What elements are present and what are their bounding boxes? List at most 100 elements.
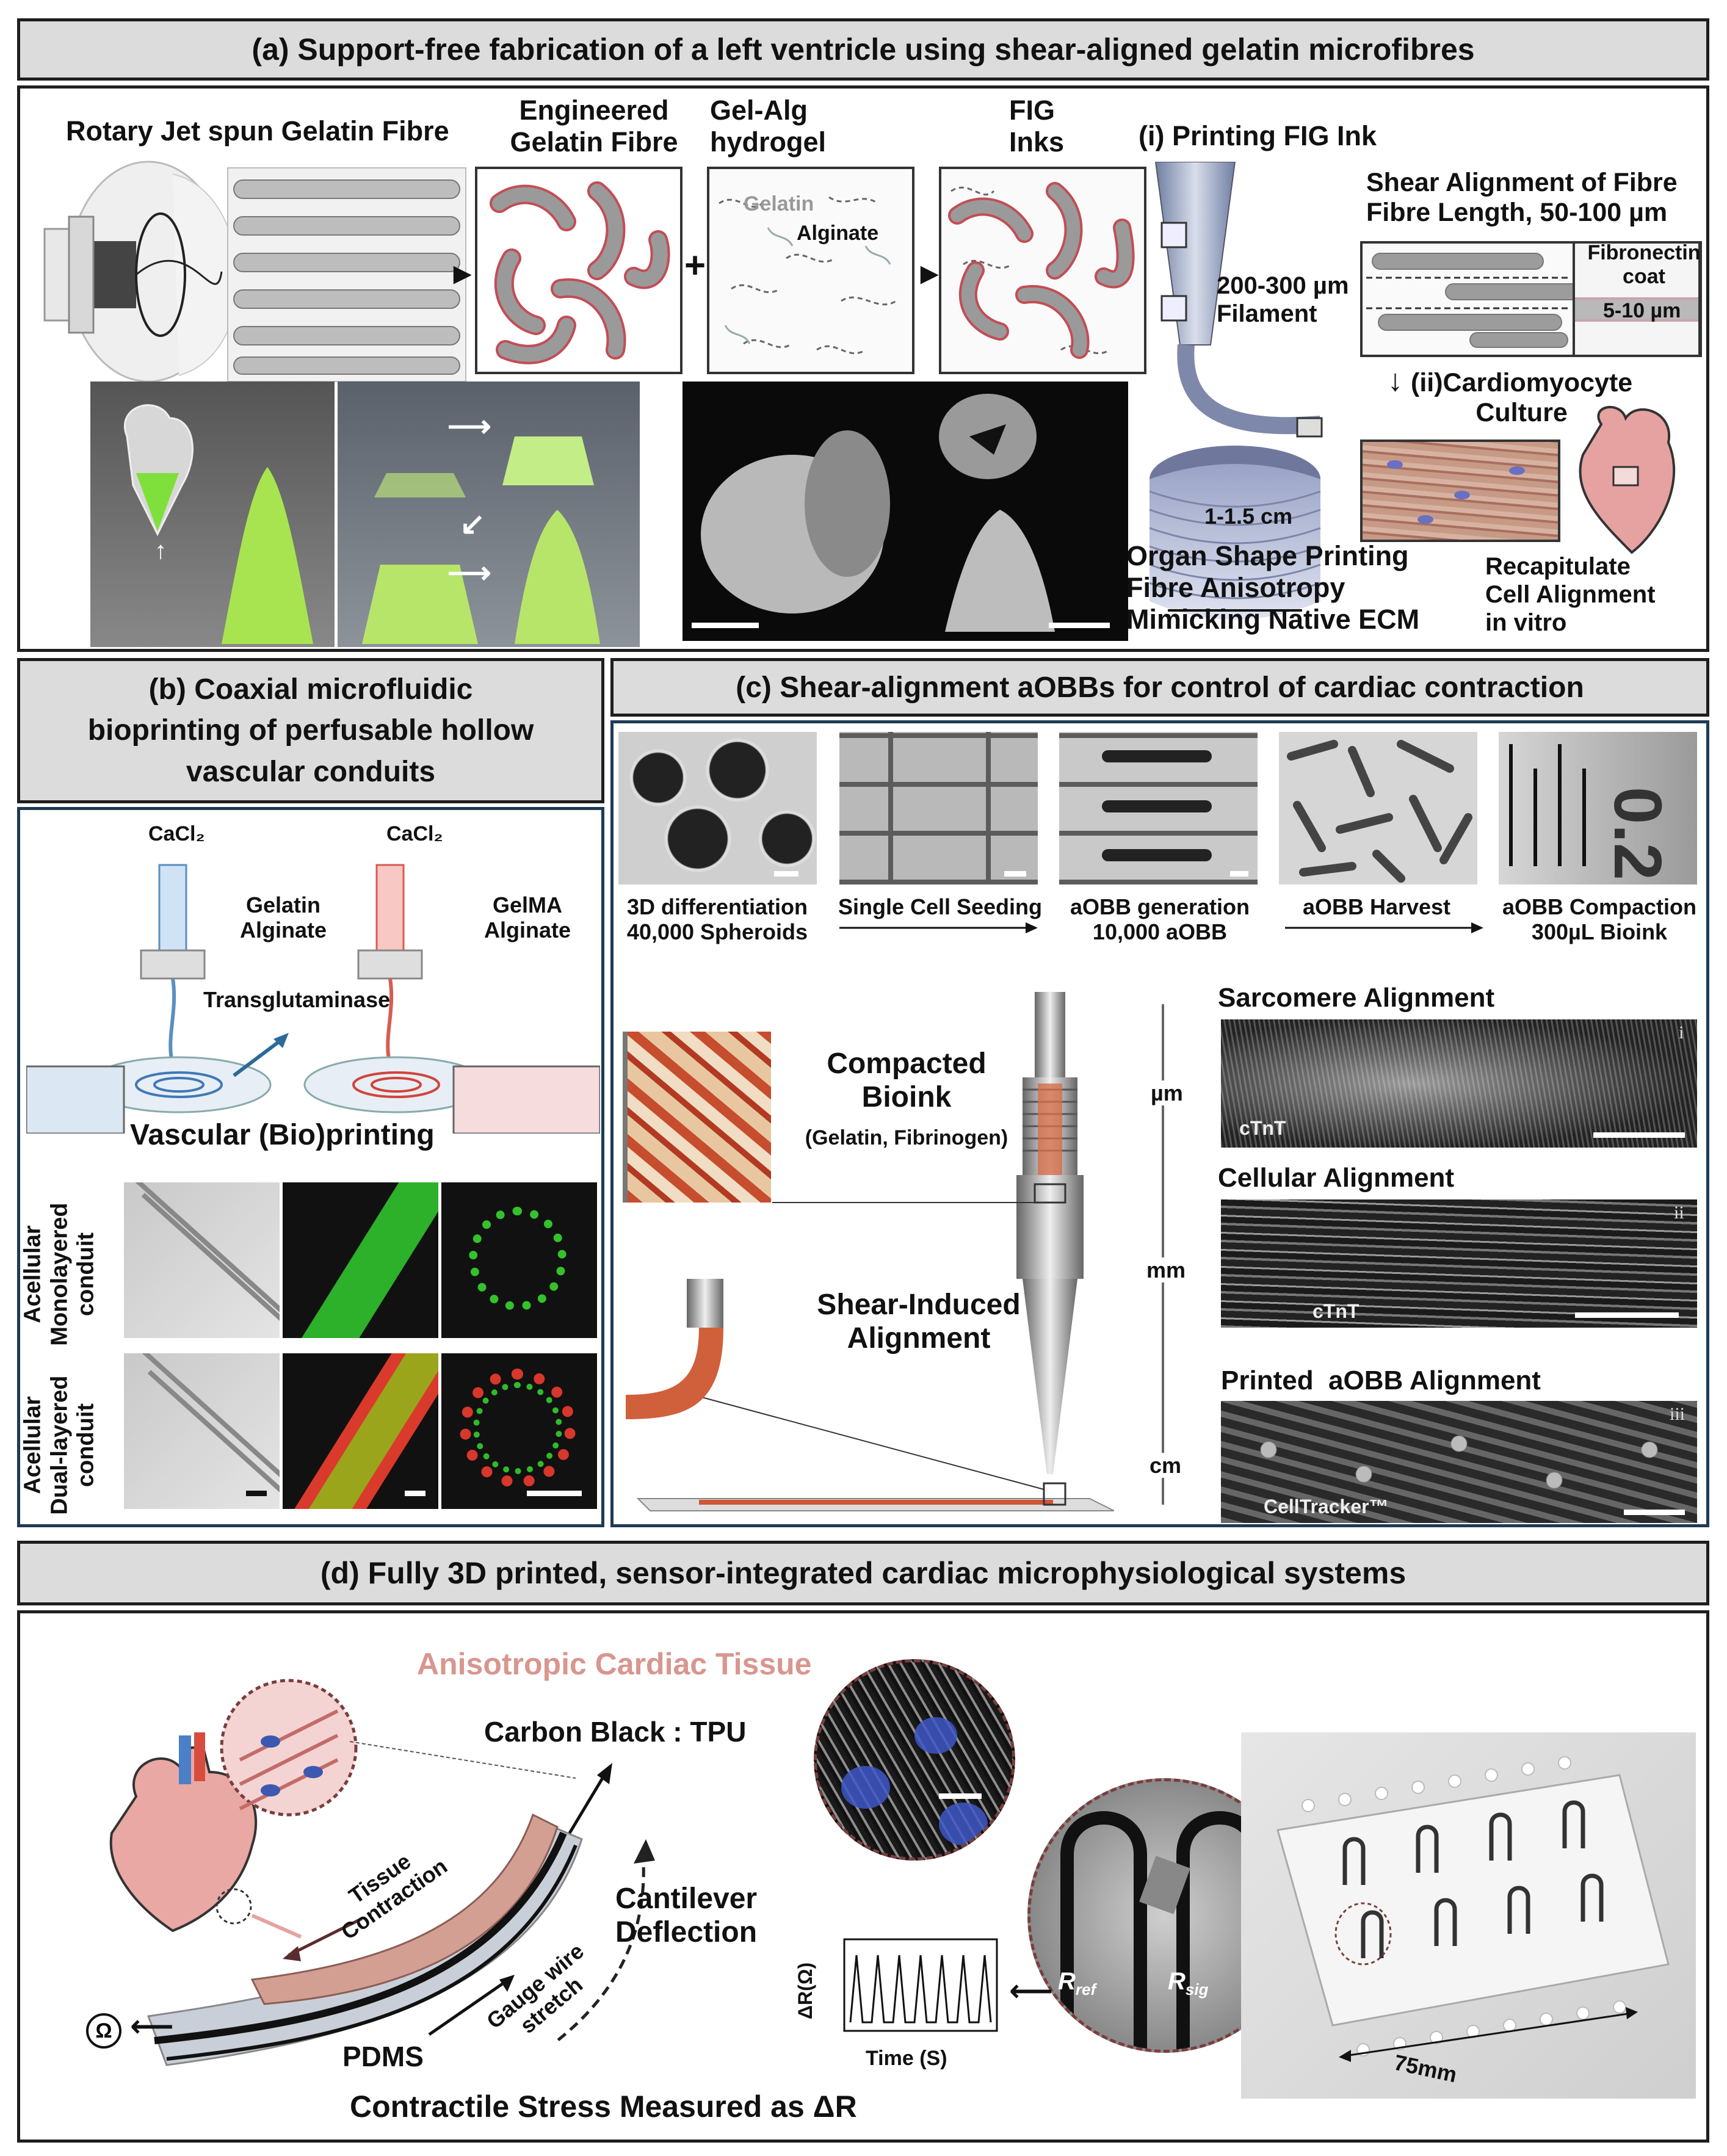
r-ref-r: R <box>1058 1968 1076 1995</box>
ctnt-label-1: cTnT <box>1239 1117 1286 1139</box>
printing-label: (i) Printing FIG Ink <box>1139 120 1377 151</box>
panel-b-header: (b) Coaxial microfluidic bioprinting of … <box>17 658 604 803</box>
gelalg-hydrogel-box <box>707 167 914 374</box>
carbon-label: Carbon Black : TPU <box>484 1716 747 1748</box>
compacted-sub-label: (Gelatin, Fibrinogen) <box>805 1126 1008 1149</box>
shear-alignment-label: Shear Alignment of Fibre Fibre Length, 5… <box>1366 168 1678 228</box>
scale-bar <box>692 623 759 628</box>
device-photo <box>1241 1732 1696 2099</box>
aobb-compaction-image: 0.2 <box>1499 732 1697 884</box>
bioink-closeup-illustration <box>623 1032 771 1203</box>
r-sig-r: R <box>1168 1968 1186 1995</box>
time-label: Time (S) <box>866 2047 947 2070</box>
rjs-label: Rotary Jet spun Gelatin Fibre <box>66 115 449 147</box>
resistance-plot <box>843 1938 998 2032</box>
r-sig-label: Rsig <box>1168 1967 1208 1999</box>
ctnt-label-2: cTnT <box>1312 1300 1360 1322</box>
step-label-2: Single Cell Seeding <box>838 894 1043 919</box>
cacl2-right: CaCl₂ <box>386 822 443 845</box>
cardio-label: (ii)Cardiomyocyte Culture <box>1411 368 1633 428</box>
celltracker-label: CellTracker™ <box>1264 1496 1389 1518</box>
single-cell-seeding-image <box>839 732 1038 884</box>
microct-photo <box>682 382 1128 641</box>
panel-b: CaCl₂ CaCl₂ Gelatin Alginate GelMA Algin… <box>17 807 604 1527</box>
plot-arrow: ⟵ <box>1009 1973 1053 2008</box>
dual-layer-cross-section <box>441 1353 597 1509</box>
svg-text:⟶: ⟶ <box>447 409 491 443</box>
filament-label: 200-300 µm Filament <box>1217 272 1349 327</box>
step-label-4: aOBB Harvest <box>1302 894 1451 919</box>
fibronectin-label: Fibronectin coat <box>1587 241 1701 289</box>
step-arrows <box>839 922 1483 933</box>
panel-c: 0.2 3D differentiation 40,000 Spheroids … <box>610 720 1709 1527</box>
dual-layer-brightfield <box>124 1353 280 1509</box>
panel-a-header: (a) Support-free fabrication of a left v… <box>17 18 1709 81</box>
plus-sign: + <box>684 245 706 286</box>
fig-label: FIG Inks <box>1009 95 1065 157</box>
aobb-harvest-image <box>1279 732 1477 884</box>
panel-c-header: (c) Shear-alignment aOBBs for control of… <box>610 658 1709 717</box>
panel-a-title: (a) Support-free fabrication of a left v… <box>252 32 1475 67</box>
printed-label: Printed aOBB Alignment <box>1221 1366 1541 1395</box>
compacted-label: Compacted Bioink <box>827 1047 987 1114</box>
pdms-label: PDMS <box>342 2041 424 2072</box>
ohm-arrow: ⟵ <box>130 2009 174 2043</box>
sarcomere-image: cTnT i <box>1221 1019 1697 1148</box>
svg-text:↑: ↑ <box>154 537 167 564</box>
scale-bar <box>1049 623 1110 628</box>
cellular-label: Cellular Alignment <box>1218 1163 1455 1193</box>
sarcomere-label: Sarcomere Alignment <box>1218 983 1495 1013</box>
r-ref-sub: ref <box>1075 1980 1096 1999</box>
svg-text:⟶: ⟶ <box>447 555 491 590</box>
panel-c-title: (c) Shear-alignment aOBBs for control of… <box>736 671 1584 704</box>
cellular-image: cTnT ii <box>1221 1199 1697 1328</box>
ohm-symbol: Ω <box>95 2019 112 2042</box>
cantilever-label: Cantilever Deflection <box>615 1883 758 1949</box>
roman-i: i <box>1679 1022 1684 1043</box>
transglutaminase-label: Transglutaminase <box>203 987 391 1012</box>
ventricle-photo-1: ↑ <box>90 382 335 647</box>
engineered-fibre-box <box>475 167 682 374</box>
anisotropic-label: Anisotropic Cardiac Tissue <box>417 1647 812 1681</box>
printing-illustration <box>1149 162 1323 620</box>
engineered-label: Engineered Gelatin Fibre <box>510 95 678 157</box>
recap-label: Recapitulate Cell Alignment in vitro <box>1485 553 1656 636</box>
ohm-meter-icon: Ω <box>86 2013 121 2049</box>
step-label-3: aOBB generation 10,000 aOBB <box>1070 894 1250 945</box>
monolayer-cross-section <box>441 1182 597 1338</box>
roman-ii: ii <box>1674 1203 1684 1223</box>
scale-um-label: µm <box>1151 1080 1183 1106</box>
size-label: 1-1.5 cm <box>1204 504 1293 529</box>
thickness-label: 5-10 µm <box>1603 299 1681 322</box>
panel-d: Anisotropic Cardiac Tissue Carbon Black … <box>17 1610 1709 2143</box>
aobb-generation-image <box>1059 732 1258 884</box>
svg-text:↙: ↙ <box>460 507 485 541</box>
panel-d-title: (d) Fully 3D printed, sensor-integrated … <box>320 1556 1407 1590</box>
row1-label: Acellular Monolayered conduit <box>20 1203 99 1346</box>
shear-induced-label: Shear-Induced Alignment <box>817 1289 1021 1355</box>
aligned-fibre-box <box>1360 241 1702 357</box>
r-sig-sub: sig <box>1185 1980 1209 1999</box>
alginate-label: Alginate <box>797 222 879 245</box>
svg-text:0.2: 0.2 <box>1600 787 1675 880</box>
gelatin-alginate-label: Gelatin Alginate <box>240 892 327 943</box>
organ-label: Organ Shape Printing Fibre Anisotropy Mi… <box>1126 540 1420 635</box>
coaxial-bioprinting-illustration <box>26 864 600 1134</box>
scale-cm-label: cm <box>1150 1453 1182 1478</box>
monolayer-green-fluorescence <box>283 1182 438 1338</box>
spheroids-image <box>618 732 817 884</box>
panel-d-header: (d) Fully 3D printed, sensor-integrated … <box>17 1541 1709 1605</box>
rotary-jet-illustration <box>43 161 466 383</box>
row2-label: Acellular Dual-layered conduit <box>20 1375 99 1515</box>
roman-iii: iii <box>1670 1404 1685 1424</box>
scale-mm-label: mm <box>1146 1257 1186 1283</box>
cantilever-sensor-illustration <box>109 1679 655 2066</box>
tissue-micrograph-circle <box>814 1659 1015 1861</box>
panel-a: Rotary Jet spun Gelatin Fibre Engineered… <box>17 85 1709 652</box>
arrow-1: ► <box>447 256 478 291</box>
printed-image: CellTracker™ iii <box>1221 1401 1697 1523</box>
nozzle-illustration <box>626 992 1114 1511</box>
delta-r-label: ΔR(Ω) <box>794 1962 817 2019</box>
r-ref-label: Rref <box>1058 1967 1096 1999</box>
step-label-5: aOBB Compaction 300µL Bioink <box>1502 894 1697 945</box>
